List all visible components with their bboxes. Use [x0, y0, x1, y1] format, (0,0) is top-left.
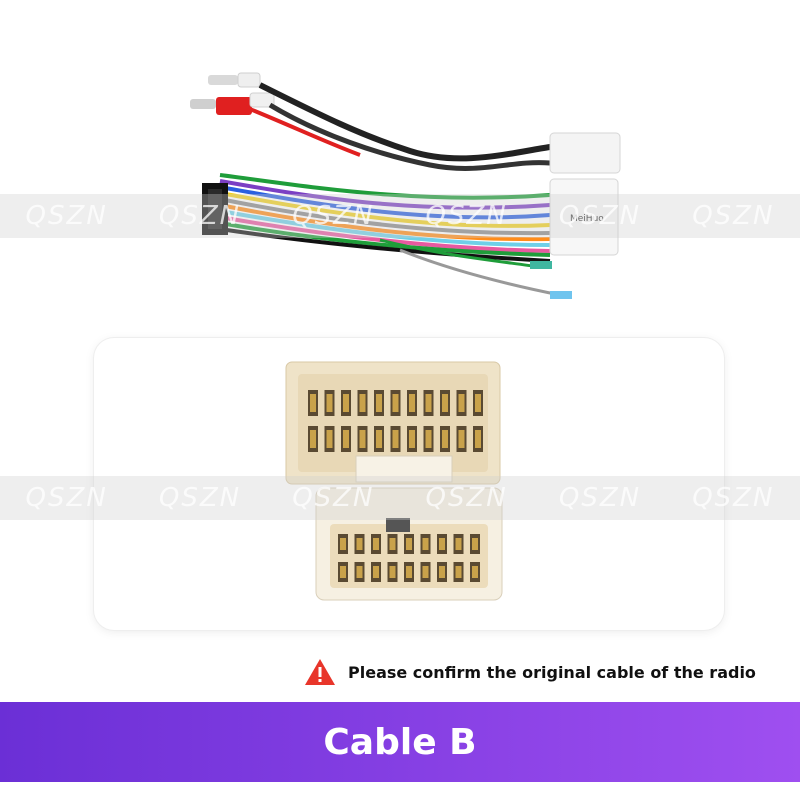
pin-terminal — [455, 538, 462, 550]
pin-terminal — [392, 430, 399, 448]
watermark-text: QSZN — [558, 483, 642, 513]
pin-terminal — [326, 394, 333, 412]
pin-terminal — [439, 538, 445, 550]
watermark-text: QSZN — [425, 483, 508, 513]
wiring-harness-image: MeiHuo — [190, 72, 621, 299]
pin-terminal — [373, 538, 379, 550]
pin-terminal — [373, 566, 379, 578]
pin-terminal — [422, 538, 429, 550]
pin-terminal — [458, 430, 465, 448]
pin-terminal — [472, 566, 478, 578]
watermark-text: QSZN — [158, 483, 242, 513]
pin-terminal — [359, 430, 366, 448]
pin-terminal — [310, 430, 316, 448]
pin-terminal — [409, 394, 415, 412]
connector-panel — [94, 338, 724, 630]
pin-terminal — [475, 430, 481, 448]
watermark-text: QSZN — [25, 483, 108, 513]
warning-text: Please confirm the original cable of the… — [348, 662, 756, 682]
pin-terminal — [406, 538, 412, 550]
pin-terminal — [343, 430, 349, 448]
watermark-text: QSZN — [158, 201, 242, 231]
watermark-band-bottom: QSZN QSZN QSZN QSZN QSZN QSZN — [0, 476, 800, 520]
watermark-text: QSZN — [25, 201, 108, 231]
warning-triangle-icon — [305, 659, 335, 685]
pin-terminal — [475, 394, 481, 412]
pin-terminal — [389, 538, 396, 550]
harness-label: MeiHuo — [570, 214, 604, 224]
cable-label: Cable B — [323, 721, 477, 763]
watermark-text: QSZN — [558, 201, 642, 231]
pin-terminal — [439, 566, 445, 578]
pin-terminal — [472, 538, 478, 550]
pin-terminal — [376, 394, 382, 412]
watermark-text: QSZN — [692, 201, 775, 231]
pin-terminal — [359, 394, 366, 412]
pin-terminal — [409, 430, 415, 448]
pin-terminal — [458, 394, 465, 412]
watermark-text: QSZN — [292, 201, 375, 231]
watermark-text: QSZN — [692, 483, 775, 513]
pin-terminal — [389, 566, 396, 578]
watermark-band-top: QSZN QSZN QSZN QSZN QSZN QSZN — [0, 194, 800, 238]
radio-connector-image — [285, 361, 503, 601]
pin-terminal — [340, 538, 346, 550]
pin-terminal — [340, 566, 346, 578]
pin-terminal — [425, 430, 432, 448]
pin-terminal — [442, 394, 448, 412]
pin-terminal — [343, 394, 349, 412]
pin-terminal — [422, 566, 429, 578]
pin-terminal — [406, 566, 412, 578]
pin-terminal — [326, 430, 333, 448]
pin-terminal — [392, 394, 399, 412]
watermark-text: QSZN — [292, 483, 375, 513]
watermark-text: QSZN — [425, 201, 508, 231]
pin-terminal — [356, 566, 363, 578]
pin-terminal — [356, 538, 363, 550]
pin-terminal — [442, 430, 448, 448]
pin-terminal — [376, 430, 382, 448]
pin-terminal — [455, 566, 462, 578]
pin-terminal — [425, 394, 432, 412]
pin-terminal — [310, 394, 316, 412]
rca-plugs — [190, 72, 275, 115]
warning-message: Please confirm the original cable of the… — [304, 656, 756, 688]
cable-label-bar: Cable B — [0, 702, 800, 782]
